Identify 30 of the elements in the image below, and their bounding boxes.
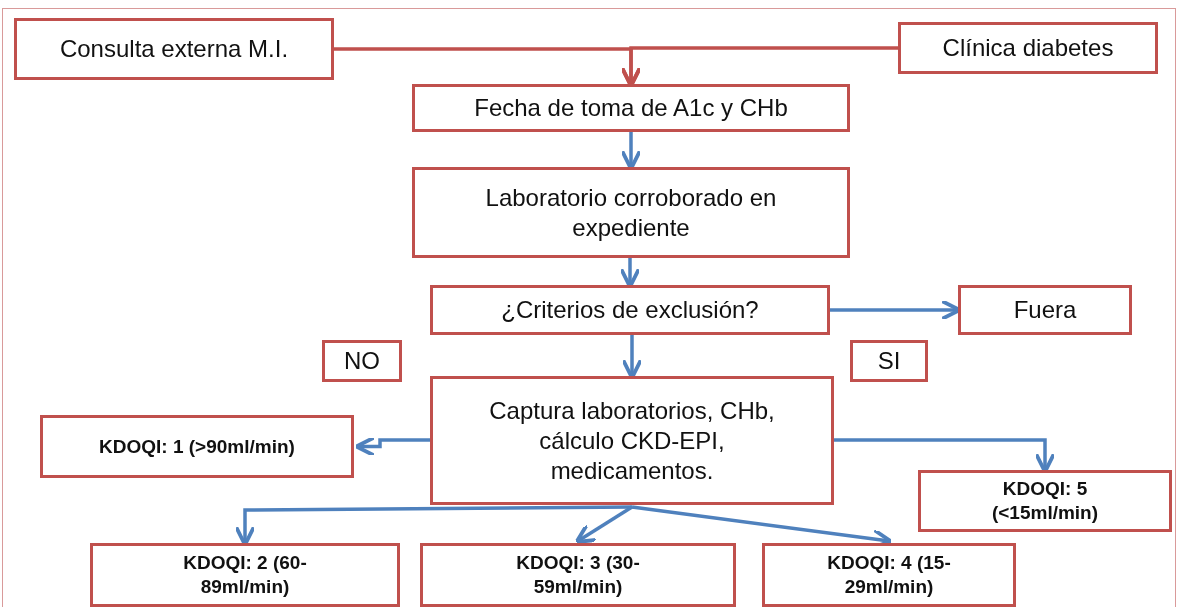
- box-text: Captura laboratorios, CHb, cálculo CKD-EPI, medicamentos.: [488, 395, 776, 486]
- process-box: [412, 84, 850, 132]
- box-text: Fuera: [1013, 295, 1077, 325]
- process-box: [90, 543, 400, 607]
- box-text: KDOQI: 2 (60-89ml/min): [182, 551, 308, 599]
- box-text: Clínica diabetes: [942, 33, 1114, 63]
- process-box: [420, 543, 736, 607]
- arrow: [574, 505, 633, 544]
- box-text: Fecha de toma de A1c y CHb: [474, 93, 788, 123]
- box-text: Consulta externa M.I.: [59, 34, 289, 64]
- box-text: KDOQI: 4 (15-29ml/min): [826, 551, 952, 599]
- process-box: [430, 285, 830, 335]
- process-box: [322, 340, 402, 382]
- box-text: KDOQI: 3 (30-59ml/min): [515, 551, 641, 599]
- process-box: [412, 167, 850, 258]
- process-box: [430, 376, 834, 505]
- box-text: KDOQI: 5 (<15ml/min): [990, 477, 1100, 525]
- box-text: ¿Criterios de exclusión?: [501, 295, 759, 325]
- box-text: SI: [877, 346, 901, 376]
- arrow: [354, 435, 430, 458]
- process-box: [762, 543, 1016, 607]
- box-text: NO: [344, 346, 380, 376]
- process-box: [40, 415, 354, 478]
- process-box: [850, 340, 928, 382]
- process-box: [958, 285, 1132, 335]
- box-text: Laboratorio corroborado en expediente: [484, 182, 778, 243]
- box-text: KDOQI: 1 (>90ml/min): [99, 434, 295, 459]
- process-box: [14, 18, 334, 80]
- process-box: [918, 470, 1172, 532]
- process-box: [898, 22, 1158, 74]
